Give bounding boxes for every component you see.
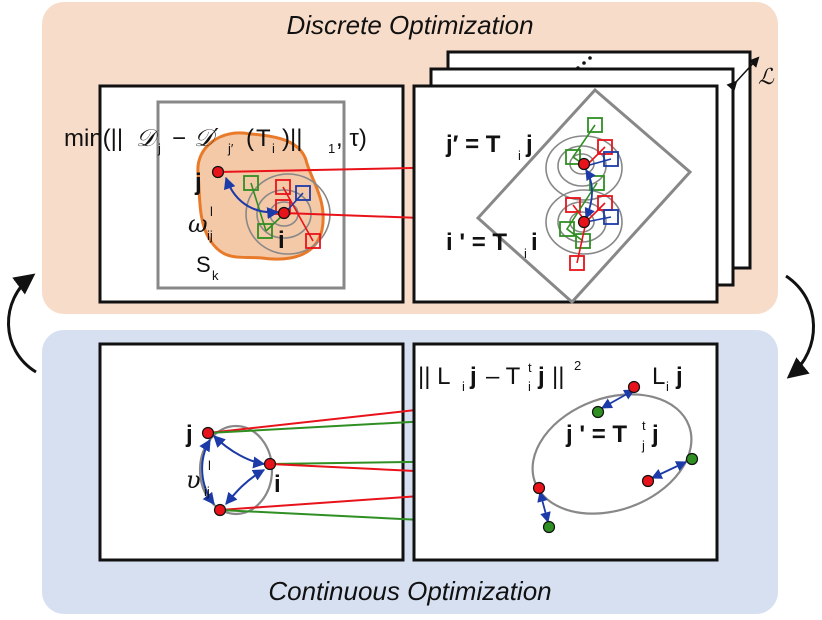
label-j-cont: j [185, 421, 193, 448]
svg-text:j: j [157, 141, 161, 156]
svg-text:i: i [666, 379, 669, 394]
formula-iprime: i ' = T i i [446, 229, 538, 261]
label-upsilon: υ [186, 466, 201, 494]
svg-text:(: ( [246, 125, 254, 152]
neighbor-edge-right [584, 169, 596, 219]
label-S-sub: k [212, 268, 219, 283]
svg-text:j: j [641, 438, 645, 453]
svg-text:i: i [531, 229, 538, 256]
svg-text:1: 1 [328, 141, 335, 156]
label-upsilon-sub: ij [204, 484, 210, 499]
svg-text:T: T [256, 125, 271, 152]
svg-text:||: || [552, 363, 564, 390]
svg-text:, τ): , τ) [336, 125, 367, 152]
point-i-cont [263, 457, 277, 471]
label-Lij: L i j [652, 363, 683, 394]
svg-text:𝒟′: 𝒟′ [194, 124, 219, 152]
discrete-title: Discrete Optimization [286, 10, 533, 40]
neighbor-edge-left [223, 176, 280, 220]
contours-right [545, 135, 623, 255]
point-i-right [577, 215, 591, 229]
neighbor-edge-cont-2 [225, 469, 266, 505]
formula-jprime: j′ = T i j [445, 131, 533, 163]
continuous-right-frame [412, 342, 719, 562]
svg-text:j: j [525, 131, 533, 158]
cycle-arrow-right [785, 274, 815, 379]
label-omega: ω [188, 210, 208, 238]
label-i-left: i [278, 227, 285, 254]
continuous-left-frame [98, 342, 405, 562]
transformed-window [475, 87, 693, 305]
target-points-red [532, 380, 655, 495]
svg-text:min(||: min(|| [64, 125, 123, 152]
continuous-cost-formula: || L i j – T t i j || 2 [418, 358, 581, 394]
point-i-left [277, 206, 291, 220]
svg-text:i: i [462, 379, 465, 394]
svg-text:i: i [518, 148, 521, 163]
svg-text:|| L: || L [418, 363, 450, 390]
label-omega-sub: ij [207, 228, 213, 243]
point-j-left [211, 165, 225, 179]
svg-text:– T: – T [486, 363, 521, 390]
svg-text:t: t [528, 360, 532, 375]
neighbor-edge-cont-1 [213, 435, 266, 469]
svg-text:j: j [537, 363, 545, 390]
svg-text:L: L [652, 363, 665, 390]
continuous-title: Continuous Optimization [268, 576, 551, 606]
svg-text:i: i [272, 141, 275, 156]
svg-text:t: t [642, 418, 646, 433]
cycle-arrow-left [7, 273, 37, 374]
point-j-cont [201, 426, 215, 440]
label-S: S [196, 252, 211, 277]
svg-text:j′: j′ [227, 141, 234, 156]
svg-text:j′ = T: j′ = T [445, 131, 501, 158]
svg-text:i: i [528, 379, 531, 394]
stack-dots [576, 56, 592, 70]
label-j-left: j [194, 169, 202, 196]
target-points-green [542, 405, 699, 534]
label-i-cont: i [274, 471, 281, 498]
formula-jprime-cont: j ' = T t j j [565, 418, 659, 453]
residual-edges [537, 389, 687, 524]
svg-text:i ' = T: i ' = T [446, 229, 507, 256]
label-calL: ℒ [758, 65, 775, 90]
svg-text:j: j [469, 363, 477, 390]
svg-text:j ' = T: j ' = T [565, 421, 627, 448]
label-omega-sup: l [210, 204, 213, 219]
svg-text:j: j [675, 363, 683, 390]
svg-text:)||: )|| [282, 125, 302, 152]
point-k-cont [213, 503, 227, 517]
svg-text:−: − [172, 125, 186, 152]
point-j-right [577, 157, 591, 171]
label-upsilon-sup: l [208, 458, 211, 473]
cluster-right [531, 393, 693, 515]
neighbor-edge-cont-3 [199, 438, 215, 505]
svg-text:i: i [524, 246, 527, 261]
svg-text:2: 2 [574, 358, 581, 373]
stack-depth-arrow [726, 56, 760, 92]
svg-text:j: j [651, 421, 659, 448]
